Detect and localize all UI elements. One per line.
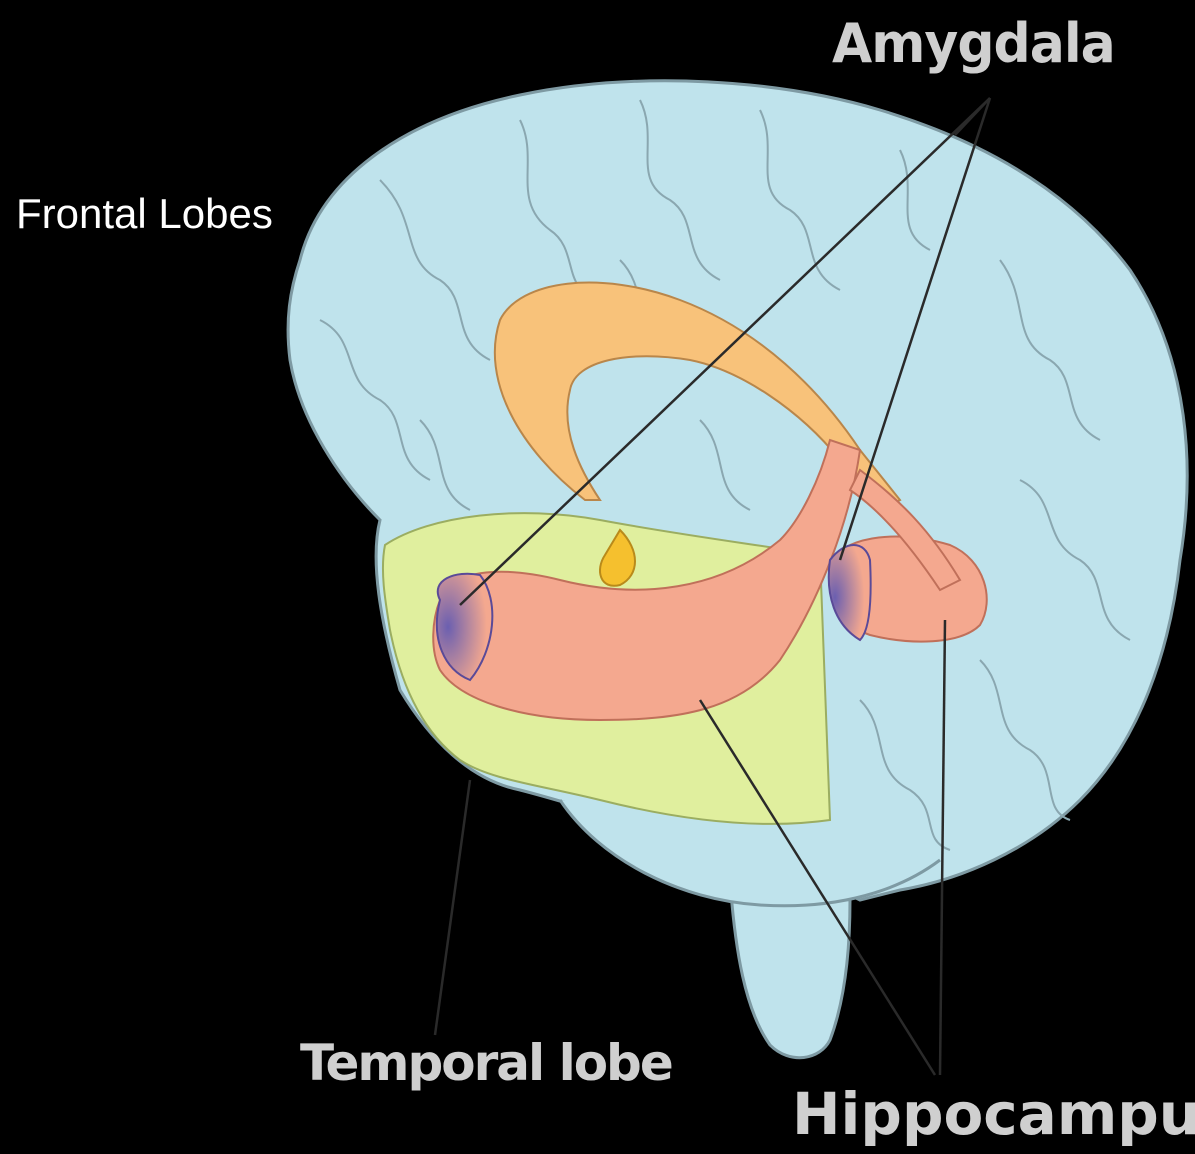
- hippocampus-label: Hippocampus: [792, 1080, 1195, 1148]
- temporal-lobe-label: Temporal lobe: [300, 1034, 672, 1092]
- amygdala-label: Amygdala: [832, 13, 1115, 76]
- frontal-lobes-label: Frontal Lobes: [16, 190, 273, 238]
- leader-temporal: [435, 780, 470, 1035]
